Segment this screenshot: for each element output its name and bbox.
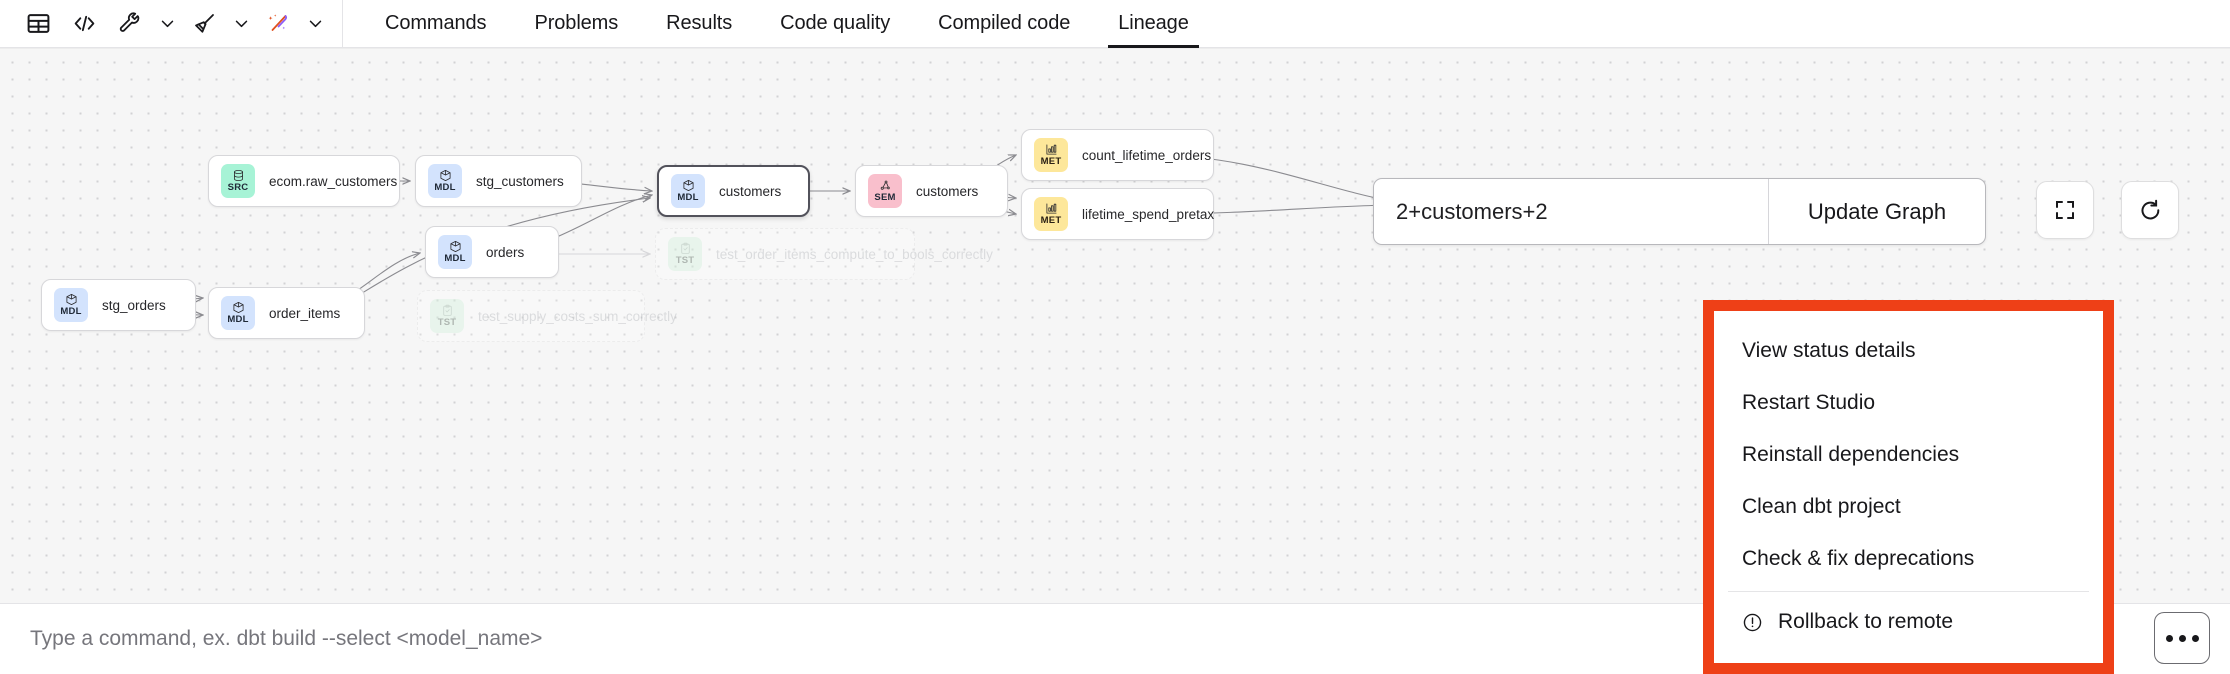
cube-icon: MDL	[671, 174, 705, 208]
table-view-icon[interactable]	[16, 4, 60, 44]
lineage-node-label: stg_customers	[476, 173, 564, 189]
menu-item-label: Reinstall dependencies	[1742, 443, 1960, 466]
semantic-node-icon: SEM	[868, 174, 902, 208]
tab-code-quality[interactable]: Code quality	[756, 0, 914, 48]
refresh-icon[interactable]	[2121, 181, 2179, 239]
lineage-node-customers-mdl[interactable]: MDL customers	[657, 165, 810, 217]
tab-commands[interactable]: Commands	[361, 0, 510, 48]
lineage-node-label: order_items	[269, 305, 341, 321]
lineage-node-order-items[interactable]: MDL order_items	[208, 287, 365, 339]
tab-label: Problems	[534, 12, 619, 34]
menu-item-label: Restart Studio	[1742, 391, 1876, 414]
code-view-icon[interactable]	[62, 4, 106, 44]
ellipsis-dot	[2191, 634, 2199, 642]
bar-chart-icon: MET	[1034, 197, 1068, 231]
lineage-node-label: orders	[486, 244, 525, 260]
lineage-node-test-supply-costs[interactable]: TST test_supply_costs_sum_correctly	[417, 290, 677, 342]
menu-item-reinstall-dependencies[interactable]: Reinstall dependencies	[1714, 429, 2103, 481]
bar-chart-icon: MET	[1034, 138, 1068, 172]
broom-chevron-down-icon[interactable]	[228, 4, 254, 44]
toolbar-divider	[342, 0, 343, 48]
lineage-node-count-lifetime-orders[interactable]: MET count_lifetime_orders	[1021, 129, 1214, 181]
update-graph-label: Update Graph	[1807, 198, 1947, 224]
lineage-node-ecom-raw-customers[interactable]: SRC ecom.raw_customers	[208, 155, 400, 207]
lineage-node-label: customers	[719, 183, 782, 199]
lineage-node-stg-customers[interactable]: MDL stg_customers	[415, 155, 582, 207]
wrench-icon[interactable]	[108, 4, 152, 44]
lineage-node-label: lifetime_spend_pretax	[1082, 206, 1215, 222]
cube-icon: MDL	[438, 235, 472, 269]
cube-icon: MDL	[221, 296, 255, 330]
menu-item-restart-studio[interactable]: Restart Studio	[1714, 377, 2103, 429]
tab-label: Compiled code	[938, 12, 1071, 34]
cube-icon: MDL	[54, 288, 88, 322]
menu-item-label: Clean dbt project	[1742, 495, 1901, 518]
top-toolbar: Commands Problems Results Code quality C…	[0, 0, 2230, 48]
tab-label: Results	[666, 12, 733, 34]
lineage-node-customers-sem[interactable]: SEM customers	[855, 165, 1008, 217]
menu-item-rollback-to-remote[interactable]: Rollback to remote	[1714, 596, 2103, 648]
broom-icon[interactable]	[182, 4, 226, 44]
menu-item-label: Check & fix deprecations	[1742, 547, 1975, 570]
magic-wand-icon[interactable]	[256, 4, 300, 44]
tab-label: Code quality	[780, 12, 891, 34]
more-options-button[interactable]	[2154, 612, 2210, 664]
lineage-node-lifetime-spend-pretax[interactable]: MET lifetime_spend_pretax	[1021, 188, 1214, 240]
lineage-node-test-order-items[interactable]: TST test_order_items_compute_to_bools_cor…	[655, 228, 993, 280]
menu-divider	[1728, 591, 2089, 592]
lineage-node-label: test_order_items_compute_to_bools_correc…	[716, 246, 993, 262]
wrench-chevron-down-icon[interactable]	[154, 4, 180, 44]
ellipsis-dot	[2165, 634, 2173, 642]
menu-item-label: View status details	[1742, 339, 1916, 362]
ellipsis-dot	[2178, 634, 2186, 642]
lineage-node-label: count_lifetime_orders	[1082, 147, 1212, 163]
magic-wand-chevron-down-icon[interactable]	[302, 4, 328, 44]
lineage-node-label: customers	[916, 183, 979, 199]
tab-compiled-code[interactable]: Compiled code	[914, 0, 1094, 48]
lineage-node-label: stg_orders	[102, 297, 166, 313]
menu-item-view-status-details[interactable]: View status details	[1714, 325, 2103, 377]
update-graph-button[interactable]: Update Graph	[1768, 179, 1985, 244]
lineage-node-label: test_supply_costs_sum_correctly	[478, 308, 677, 324]
lineage-node-label: ecom.raw_customers	[269, 173, 398, 189]
context-menu[interactable]: View status details Restart Studio Reins…	[1714, 311, 2103, 663]
tab-label: Commands	[385, 12, 487, 34]
tab-bar: Commands Problems Results Code quality C…	[361, 0, 1213, 48]
menu-item-check-fix-deprecations[interactable]: Check & fix deprecations	[1714, 533, 2103, 585]
graph-selector-input[interactable]	[1374, 179, 1768, 244]
tab-lineage[interactable]: Lineage	[1094, 0, 1212, 48]
graph-search-bar[interactable]: Update Graph	[1373, 178, 1986, 245]
fullscreen-icon[interactable]	[2036, 181, 2094, 239]
command-input[interactable]	[30, 627, 1724, 651]
menu-item-label: Rollback to remote	[1778, 610, 1954, 633]
warning-circle-icon	[1742, 612, 1768, 633]
editor-tool-group	[0, 0, 328, 48]
menu-item-clean-dbt-project[interactable]: Clean dbt project	[1714, 481, 2103, 533]
context-menu-highlight: View status details Restart Studio Reins…	[1703, 300, 2114, 674]
tab-problems[interactable]: Problems	[510, 0, 642, 48]
clipboard-check-icon: TST	[430, 299, 464, 333]
tab-label: Lineage	[1118, 12, 1189, 34]
database-icon: SRC	[221, 164, 255, 198]
lineage-node-stg-orders[interactable]: MDL stg_orders	[41, 279, 196, 331]
tab-results[interactable]: Results	[642, 0, 756, 48]
lineage-node-orders[interactable]: MDL orders	[425, 226, 559, 278]
clipboard-check-icon: TST	[668, 237, 702, 271]
cube-icon: MDL	[428, 164, 462, 198]
